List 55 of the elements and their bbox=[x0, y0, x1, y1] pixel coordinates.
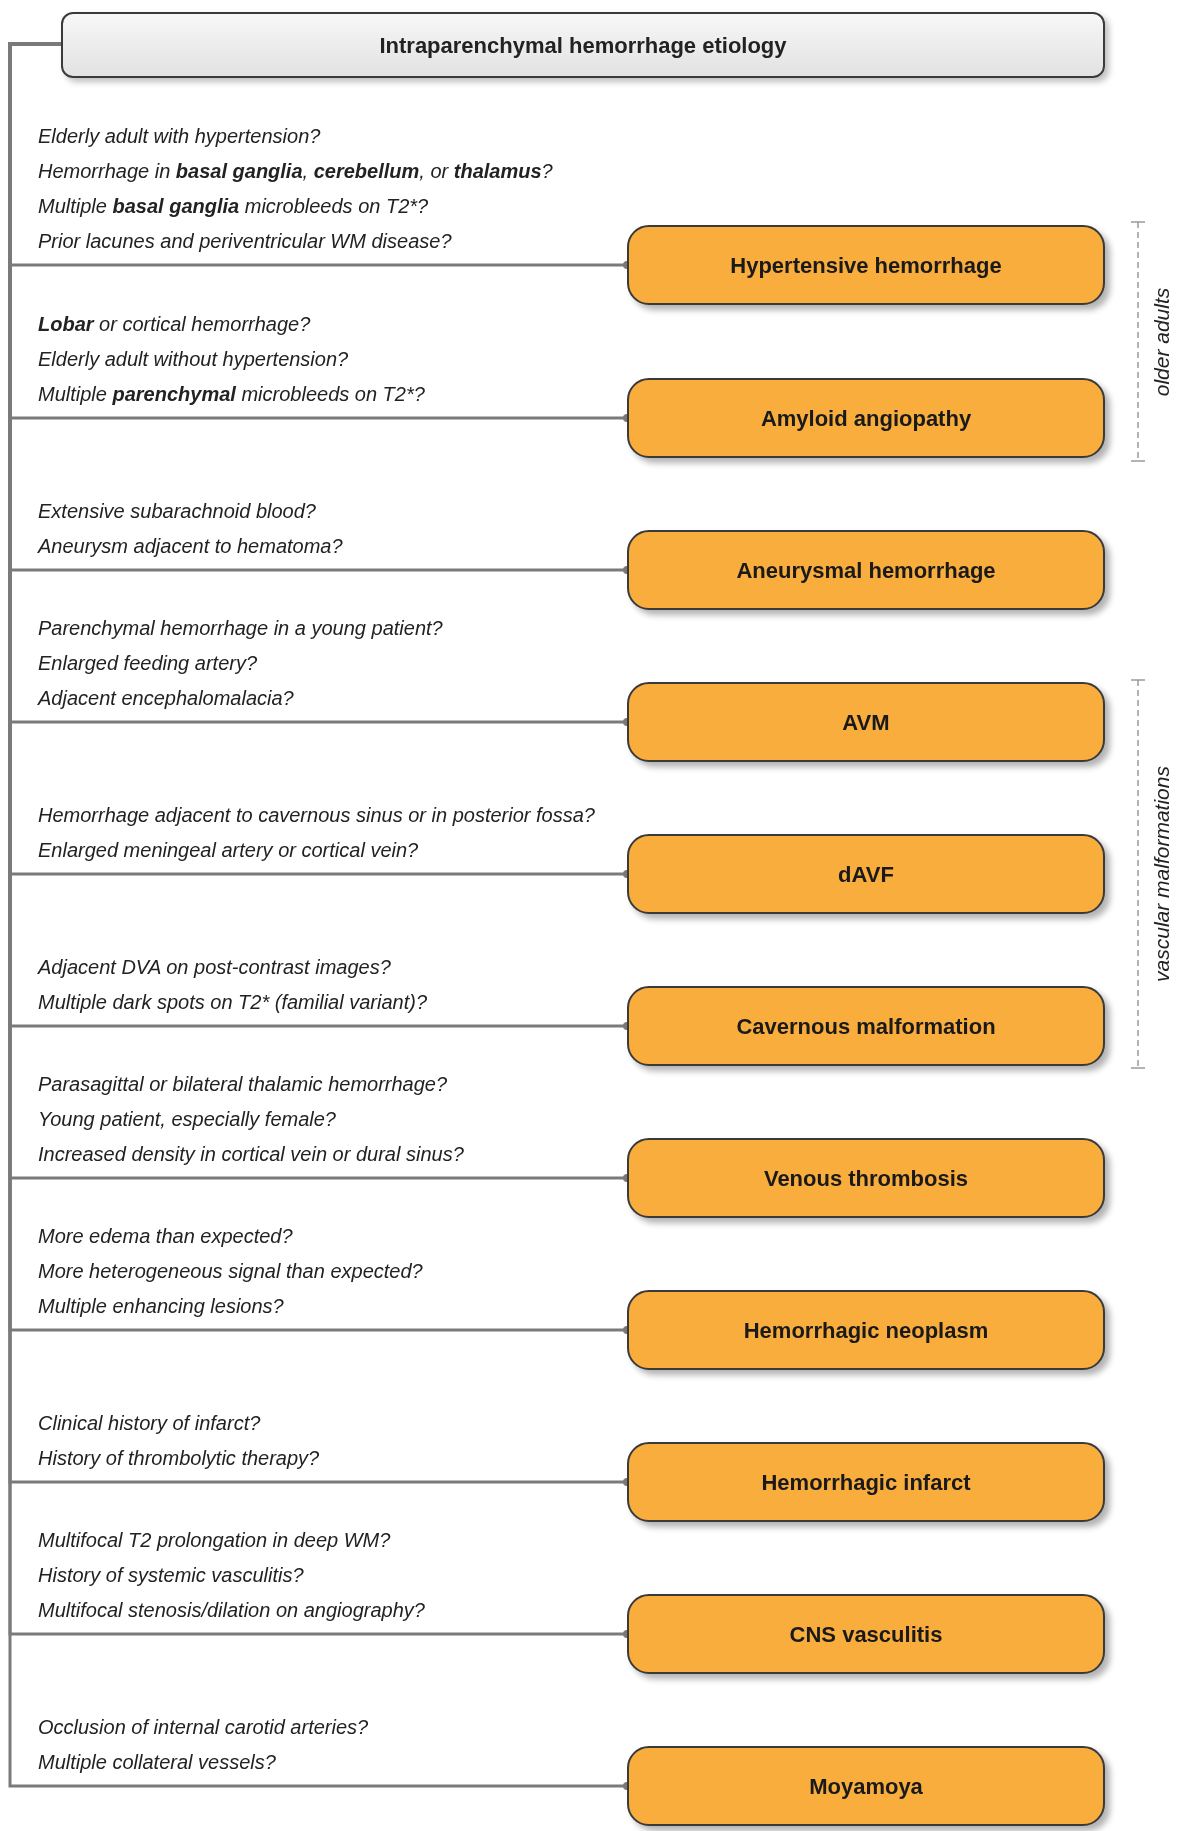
diagnosis-box bbox=[627, 1594, 1105, 1674]
question-text: Clinical history of infarct? bbox=[38, 1411, 262, 1436]
diagnosis-box bbox=[627, 1138, 1105, 1218]
question-text: Lobar or cortical hemorrhage? bbox=[38, 312, 312, 337]
question-text: History of thrombolytic therapy? bbox=[38, 1446, 321, 1471]
question-text: Occlusion of internal carotid arteries? bbox=[38, 1715, 370, 1740]
diagnosis-text: CNS vasculitis bbox=[789, 1620, 943, 1649]
question-text: Multiple collateral vessels? bbox=[38, 1750, 277, 1775]
question-text: Elderly adult with hypertension? bbox=[38, 124, 322, 149]
question-text: Hemorrhage in basal ganglia, cerebellum, or thalamus? bbox=[38, 159, 554, 184]
diagnosis-box bbox=[627, 1746, 1105, 1826]
title-text: Intraparenchymal hemorrhage etiology bbox=[379, 31, 787, 60]
diagnosis-text: Hemorrhagic infarct bbox=[761, 1468, 971, 1497]
diagnosis-text: Venous thrombosis bbox=[763, 1164, 969, 1193]
question-text: Elderly adult without hypertension? bbox=[38, 347, 350, 372]
group-label: vascular malformations bbox=[1149, 766, 1175, 982]
question-text: Multifocal T2 prolongation in deep WM? bbox=[38, 1528, 392, 1553]
question-text: Hemorrhage adjacent to cavernous sinus or in posterior fossa? bbox=[38, 803, 596, 828]
diagnosis-text: Cavernous malformation bbox=[736, 1012, 996, 1041]
title-box bbox=[61, 12, 1105, 78]
question-text: Enlarged feeding artery? bbox=[38, 651, 259, 676]
question-text: Aneurysm adjacent to hematoma? bbox=[38, 534, 344, 559]
diagnosis-box bbox=[627, 1290, 1105, 1370]
diagnosis-text: dAVF bbox=[838, 860, 894, 889]
question-text: Young patient, especially female? bbox=[38, 1107, 337, 1132]
question-text: Prior lacunes and periventricular WM disease? bbox=[38, 229, 453, 254]
diagnosis-text: Hypertensive hemorrhage bbox=[730, 251, 1002, 280]
question-text: Multifocal stenosis/dilation on angiography? bbox=[38, 1598, 426, 1623]
diagnosis-box bbox=[627, 225, 1105, 305]
diagnosis-text: Moyamoya bbox=[809, 1772, 923, 1801]
question-text: Multiple dark spots on T2* (familial variant)? bbox=[38, 990, 429, 1015]
diagnosis-box bbox=[627, 530, 1105, 610]
question-text: Enlarged meningeal artery or cortical vein? bbox=[38, 838, 420, 863]
question-text: Extensive subarachnoid blood? bbox=[38, 499, 317, 524]
diagnosis-box bbox=[627, 834, 1105, 914]
question-text: Multiple enhancing lesions? bbox=[38, 1294, 285, 1319]
question-text: Parasagittal or bilateral thalamic hemorrhage? bbox=[38, 1072, 449, 1097]
question-text: More heterogeneous signal than expected? bbox=[38, 1259, 424, 1284]
diagnosis-box bbox=[627, 986, 1105, 1066]
diagnosis-text: AVM bbox=[842, 708, 890, 737]
question-text: Increased density in cortical vein or dural sinus? bbox=[38, 1142, 465, 1167]
question-text: Parenchymal hemorrhage in a young patient? bbox=[38, 616, 444, 641]
question-text: Multiple basal ganglia microbleeds on T2*? bbox=[38, 194, 430, 219]
diagnosis-text: Aneurysmal hemorrhage bbox=[736, 556, 996, 585]
question-text: Adjacent encephalomalacia? bbox=[38, 686, 295, 711]
diagnosis-text: Hemorrhagic neoplasm bbox=[743, 1316, 989, 1345]
question-text: More edema than expected? bbox=[38, 1224, 294, 1249]
question-text: Multiple parenchymal microbleeds on T2*? bbox=[38, 382, 426, 407]
question-text: Adjacent DVA on post-contrast images? bbox=[38, 955, 392, 980]
question-text: History of systemic vasculitis? bbox=[38, 1563, 305, 1588]
diagnosis-box bbox=[627, 378, 1105, 458]
diagnosis-text: Amyloid angiopathy bbox=[760, 404, 972, 433]
diagnosis-box bbox=[627, 1442, 1105, 1522]
group-label: older adults bbox=[1149, 287, 1175, 396]
diagnosis-box bbox=[627, 682, 1105, 762]
